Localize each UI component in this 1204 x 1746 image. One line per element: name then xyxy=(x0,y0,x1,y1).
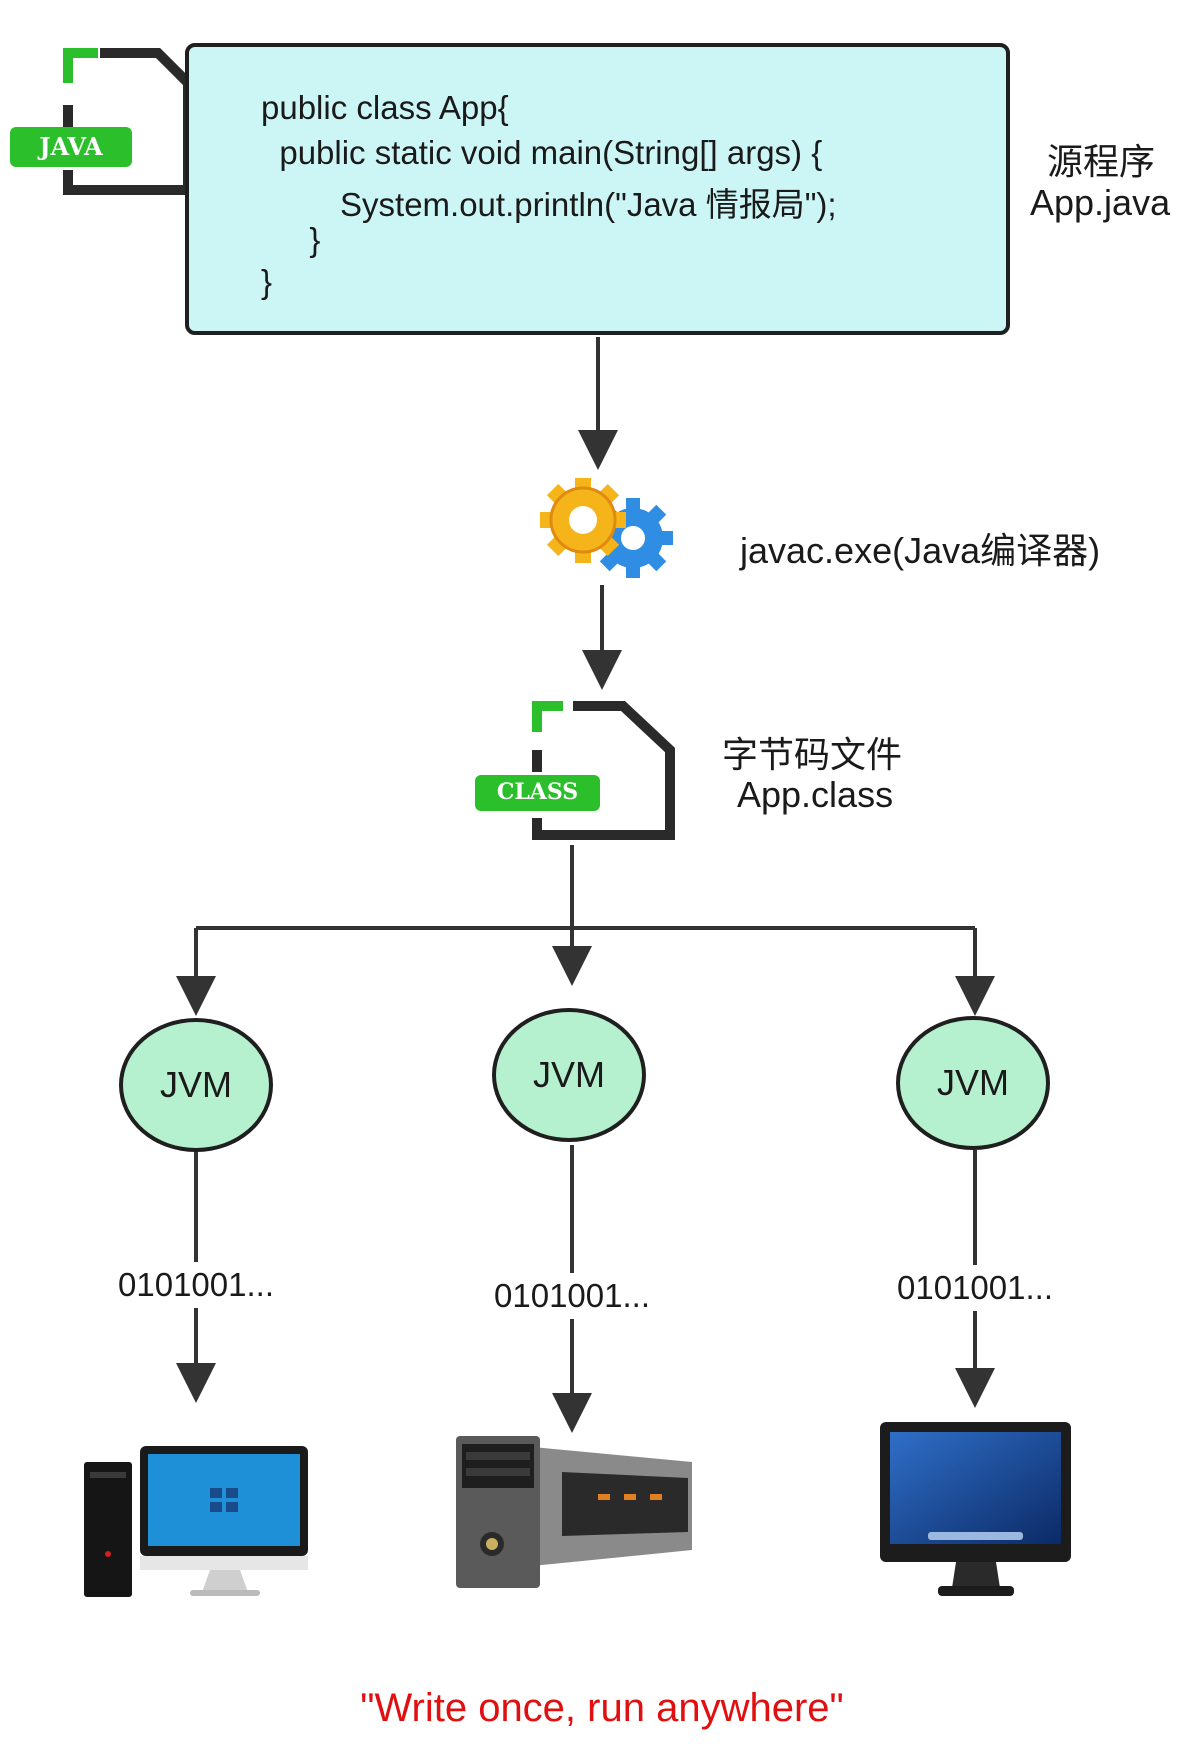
code-line-2: public static void main(String[] args) { xyxy=(261,134,823,171)
code-line-3: System.out.println("Java 情报局"); xyxy=(285,186,837,223)
compiler-label: javac.exe(Java编译器) xyxy=(740,530,1101,571)
jvm-node-1: JVM xyxy=(119,1018,273,1152)
jvm-node-2: JVM xyxy=(492,1008,646,1142)
code-line-1: public class App{ xyxy=(261,89,509,126)
mac-monitor-icon xyxy=(878,1420,1073,1605)
class-badge-text: CLASS xyxy=(496,779,579,805)
source-code-box: public class App{ public static void mai… xyxy=(185,43,1010,335)
class-file-icon: CLASS xyxy=(475,700,675,840)
java-badge-text: JAVA xyxy=(39,132,103,161)
binary-label-2: 0101001... xyxy=(494,1273,650,1319)
code-line-5: } xyxy=(261,263,273,300)
source-caption-filename: App.java xyxy=(1030,182,1171,223)
server-rack-icon xyxy=(452,1432,697,1592)
code-line-4: } xyxy=(291,221,321,258)
source-caption-title: 源程序 xyxy=(1047,141,1156,182)
slogan-text: "Write once, run anywhere" xyxy=(360,1686,844,1730)
gears-icon xyxy=(525,478,675,578)
bytecode-caption-filename: App.class xyxy=(737,774,894,815)
windows-desktop-icon xyxy=(82,1442,312,1602)
bytecode-caption-title: 字节码文件 xyxy=(722,734,903,775)
java-file-icon: JAVA xyxy=(10,45,190,195)
binary-label-1: 0101001... xyxy=(118,1262,274,1308)
binary-label-3: 0101001... xyxy=(897,1265,1053,1311)
jvm-node-3: JVM xyxy=(896,1016,1050,1150)
